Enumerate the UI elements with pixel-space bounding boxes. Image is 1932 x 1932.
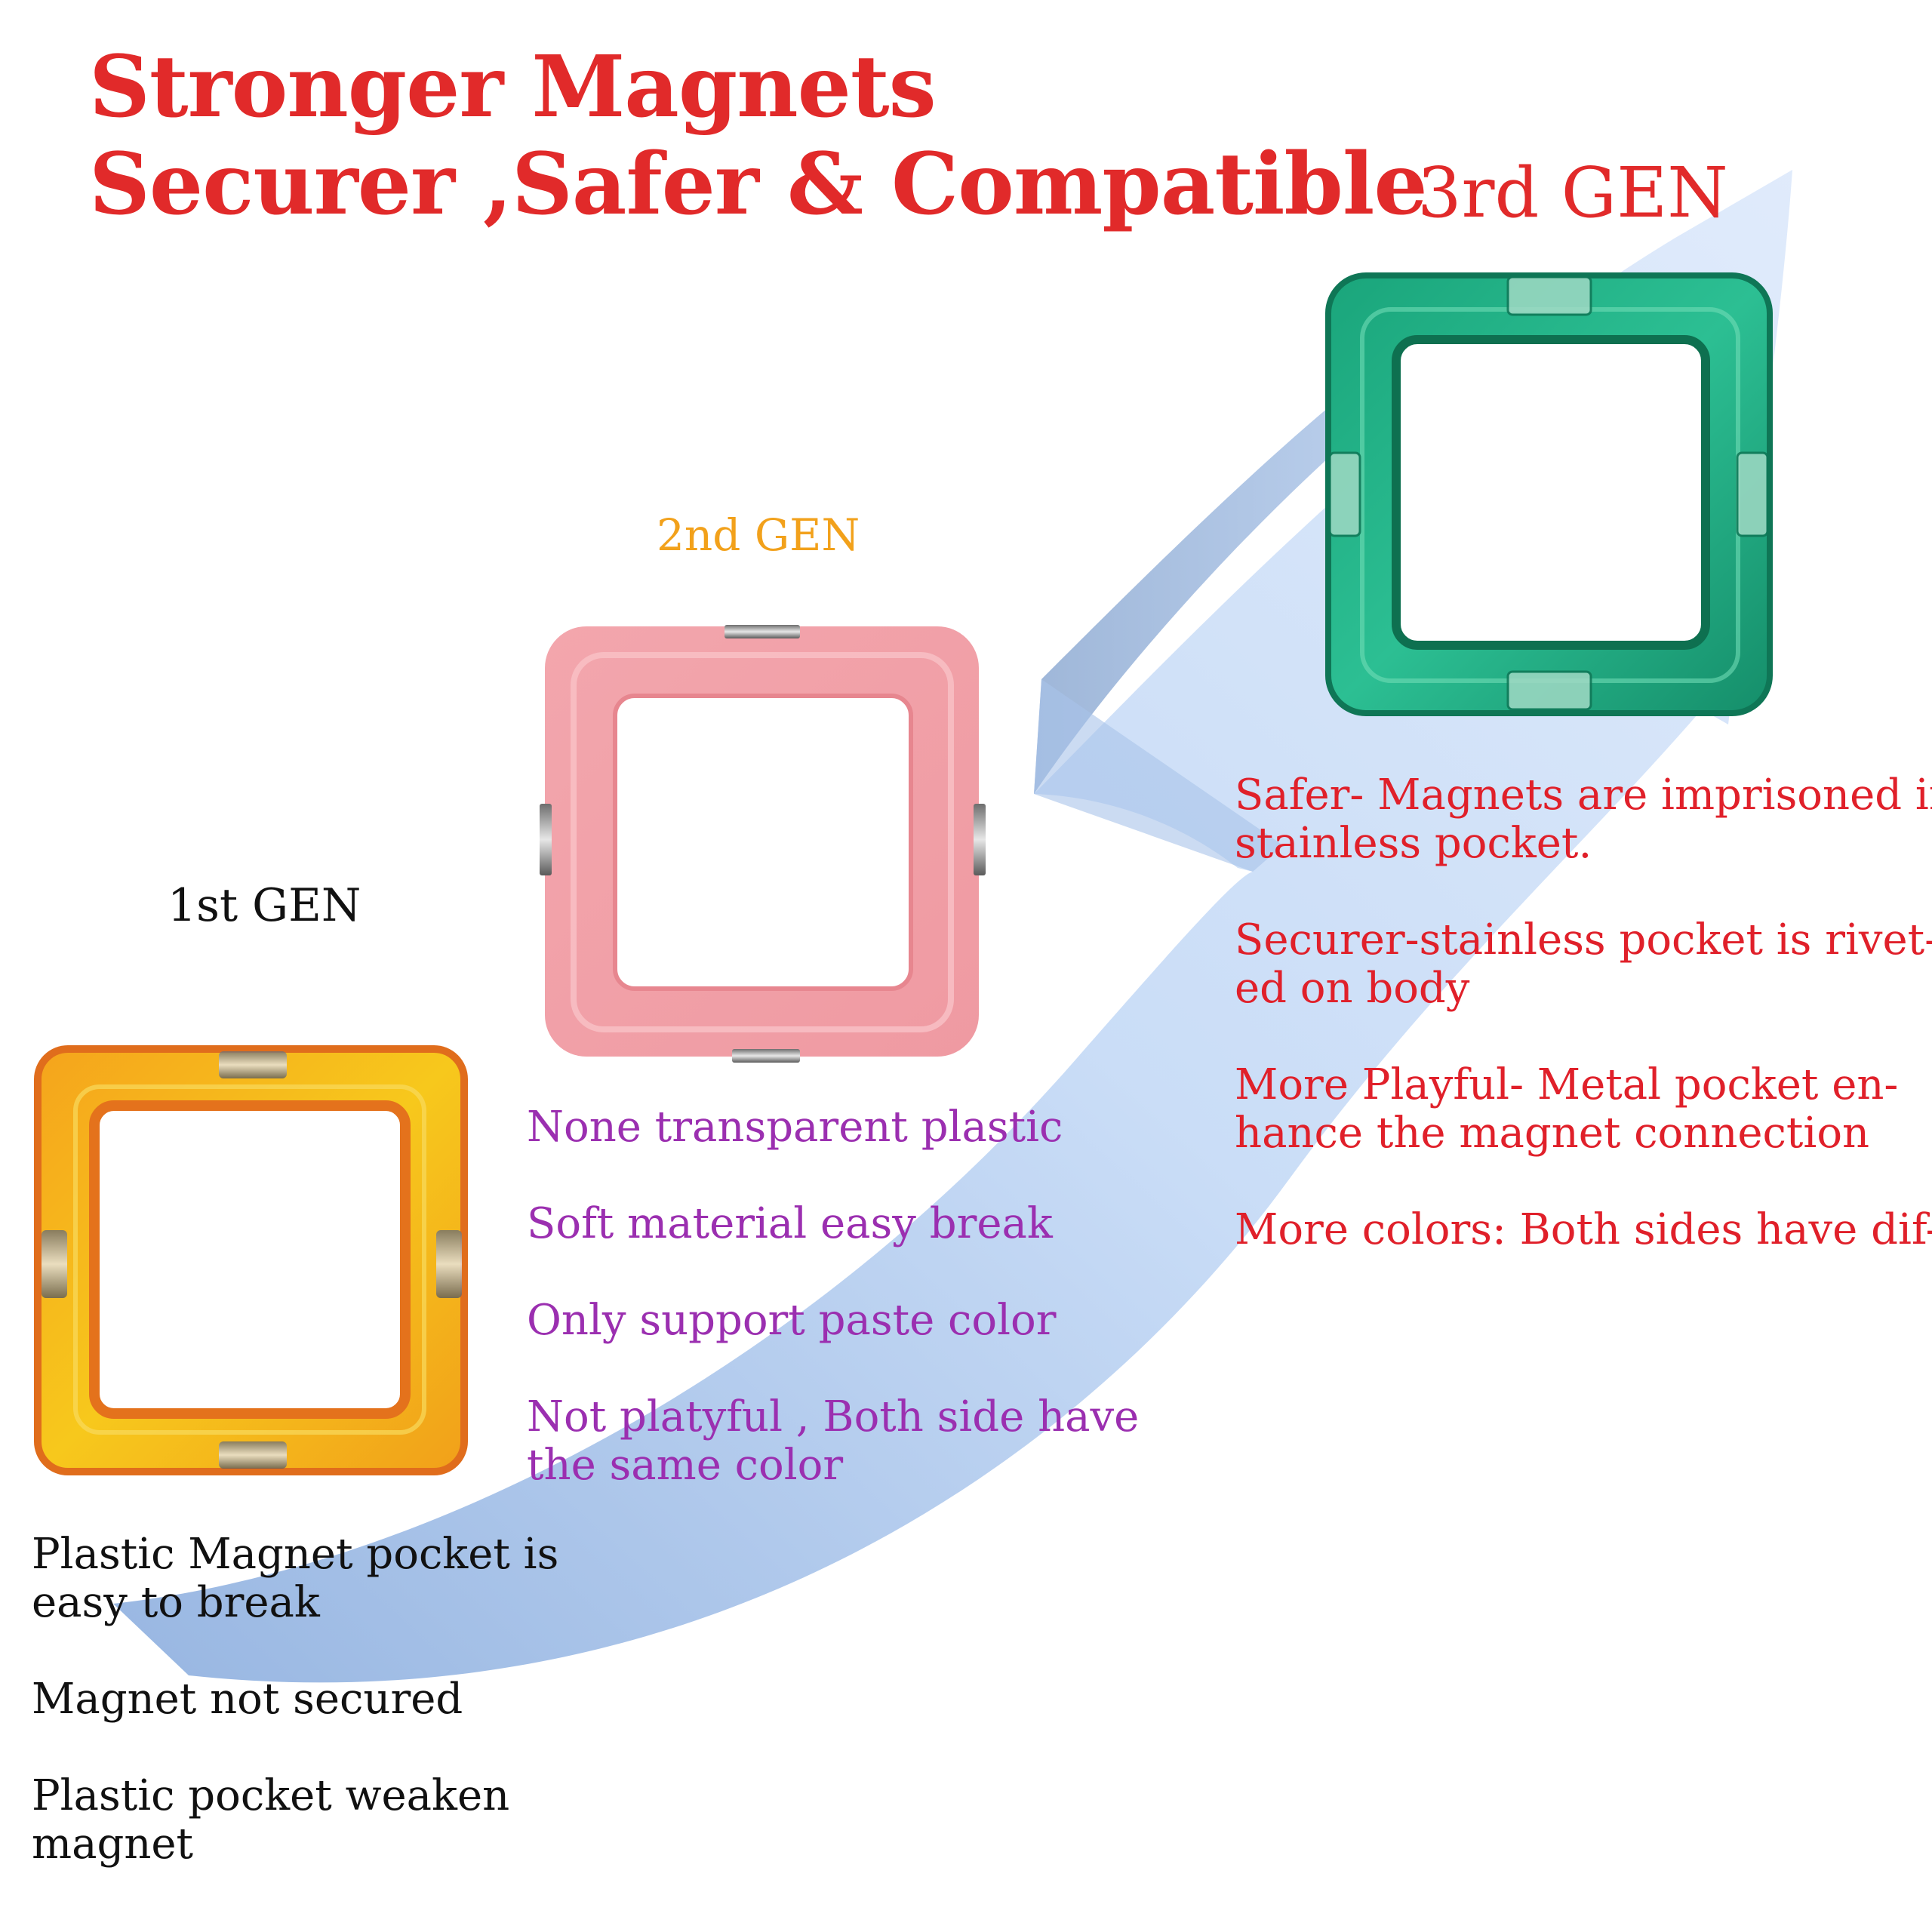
tile-1st-gen: [34, 1045, 468, 1475]
gen3-feature: Securer-stainless pocket is rivet- ed on…: [1235, 916, 1932, 1013]
gen2-feature: None transparent plastic: [527, 1103, 1139, 1152]
feature-line: More colors: Both sides have dif-: [1235, 1205, 1932, 1254]
feature-line: easy to break: [32, 1578, 320, 1627]
feature-line: Magnet not secured: [32, 1675, 463, 1724]
headline-line-1: Stronger Magnets: [89, 38, 937, 137]
gen3-label: 3rd GEN: [1417, 152, 1728, 233]
feature-line: magnet: [32, 1820, 194, 1869]
gen2-feature: Soft material easy break: [527, 1200, 1139, 1248]
feature-line: Soft material easy break: [527, 1199, 1053, 1248]
feature-line: stainless pocket.: [1235, 819, 1592, 868]
gen3-feature: Safer- Magnets are imprisoned in stainle…: [1235, 771, 1932, 868]
gen3-feature-list: Safer- Magnets are imprisoned in stainle…: [1235, 771, 1932, 1303]
feature-line: Plastic pocket weaken: [32, 1771, 510, 1820]
tile-2nd-gen: [540, 625, 986, 1063]
gen2-feature: Not platyful , Both side have the same c…: [527, 1393, 1139, 1490]
gen2-label: 2nd GEN: [657, 509, 860, 561]
gen2-feature-list: None transparent plastic Soft material e…: [527, 1103, 1139, 1538]
tile-3rd-gen: [1325, 272, 1773, 716]
feature-line: Not platyful , Both side have: [527, 1392, 1140, 1441]
feature-line: Plastic Magnet pocket is: [32, 1530, 559, 1579]
headline: Stronger Magnets Securer ,Safer & Compat…: [89, 38, 1428, 234]
feature-line: Safer- Magnets are imprisoned in: [1235, 771, 1932, 820]
headline-line-2: Securer ,Safer & Compatible: [89, 134, 1428, 234]
feature-line: Securer-stainless pocket is rivet-: [1235, 915, 1932, 964]
gen1-feature: Plastic Magnet pocket is easy to break: [32, 1531, 558, 1627]
feature-line: hance the magnet connection: [1235, 1109, 1870, 1158]
feature-line: ed on body: [1235, 964, 1470, 1013]
gen1-label: 1st GEN: [168, 879, 361, 932]
feature-line: Only support paste color: [527, 1296, 1057, 1345]
gen3-feature: More colors: Both sides have dif-: [1235, 1206, 1932, 1254]
gen1-feature-list: Plastic Magnet pocket is easy to break M…: [32, 1531, 558, 1917]
gen1-feature: Plastic pocket weaken magnet: [32, 1772, 558, 1869]
feature-line: More Playful- Metal pocket en-: [1235, 1060, 1899, 1109]
gen1-feature: Magnet not secured: [32, 1675, 558, 1724]
feature-line: the same color: [527, 1441, 844, 1490]
gen3-feature: More Playful- Metal pocket en- hance the…: [1235, 1061, 1932, 1158]
gen2-feature: Only support paste color: [527, 1297, 1139, 1345]
feature-line: None transparent plastic: [527, 1103, 1063, 1152]
